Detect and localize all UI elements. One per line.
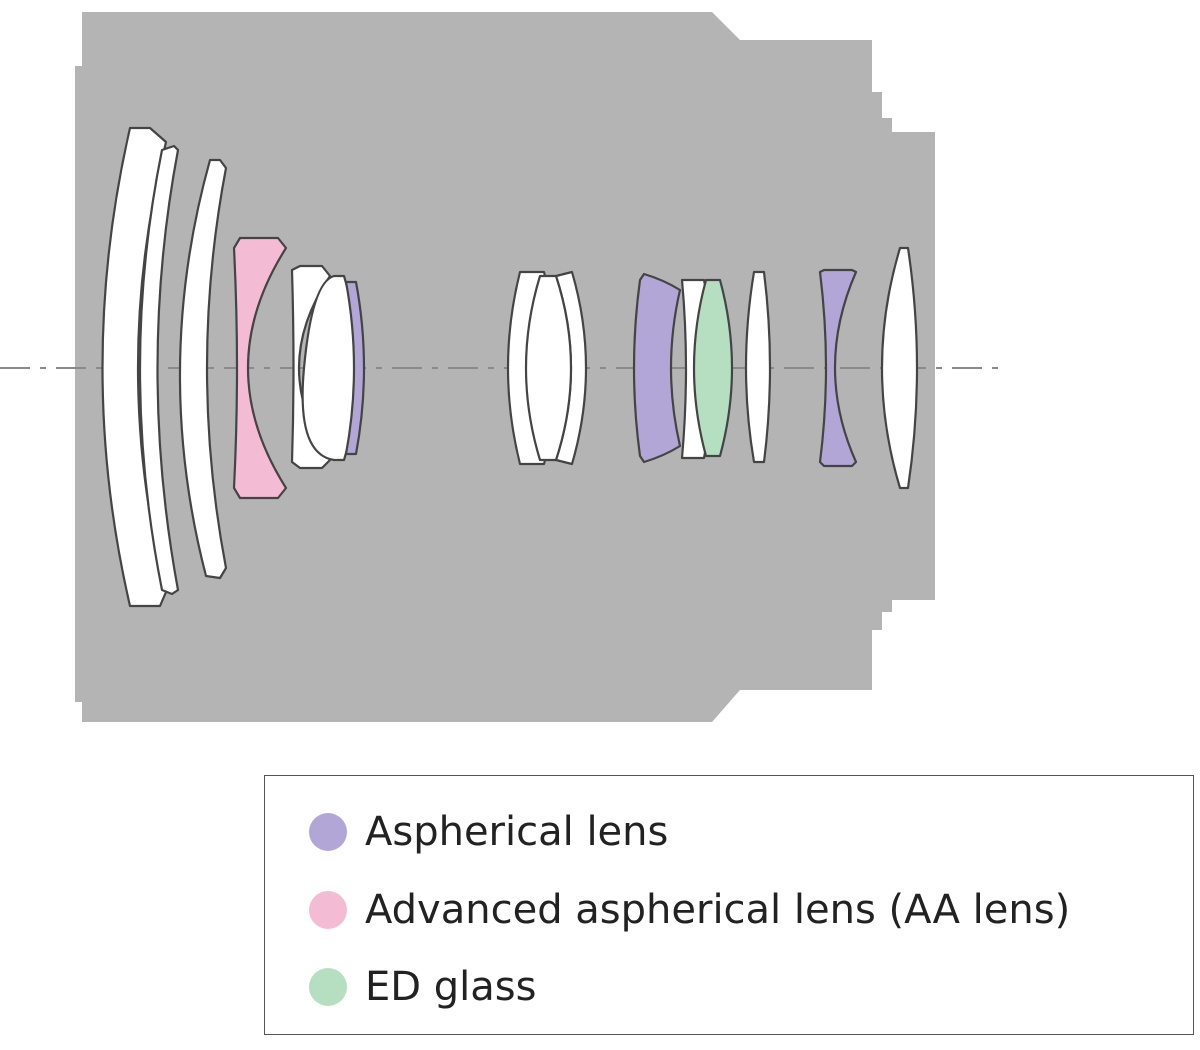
legend-item-aspherical: Aspherical lens: [309, 804, 668, 860]
legend-label-aspherical: Aspherical lens: [365, 809, 669, 855]
lens-element-2: [138, 144, 180, 596]
aspherical-color-swatch: [309, 813, 347, 851]
lens-element-16: [880, 246, 919, 490]
legend-item-ed-glass: ED glass: [309, 959, 536, 1015]
lens-element-14: [744, 270, 772, 464]
aspherical-lens-element-1: [344, 280, 366, 456]
advanced-aspherical-color-swatch: [309, 891, 347, 929]
lens-construction-diagram: [0, 12, 1008, 722]
ed-glass-element: [692, 278, 734, 458]
ed-glass-color-swatch: [309, 968, 347, 1006]
aa-lens-element: [232, 236, 288, 500]
lens-element-3: [178, 158, 228, 580]
legend-box: Aspherical lens Advanced aspherical lens…: [264, 775, 1194, 1035]
aspherical-lens-element-2: [632, 272, 682, 464]
lens-element-10: [524, 274, 573, 462]
legend-item-advanced-aspherical: Advanced aspherical lens (AA lens): [309, 882, 1070, 938]
aspherical-lens-element-3: [818, 268, 858, 468]
legend-label-ed-glass: ED glass: [365, 964, 537, 1010]
legend-label-advanced-aspherical: Advanced aspherical lens (AA lens): [365, 887, 1071, 933]
